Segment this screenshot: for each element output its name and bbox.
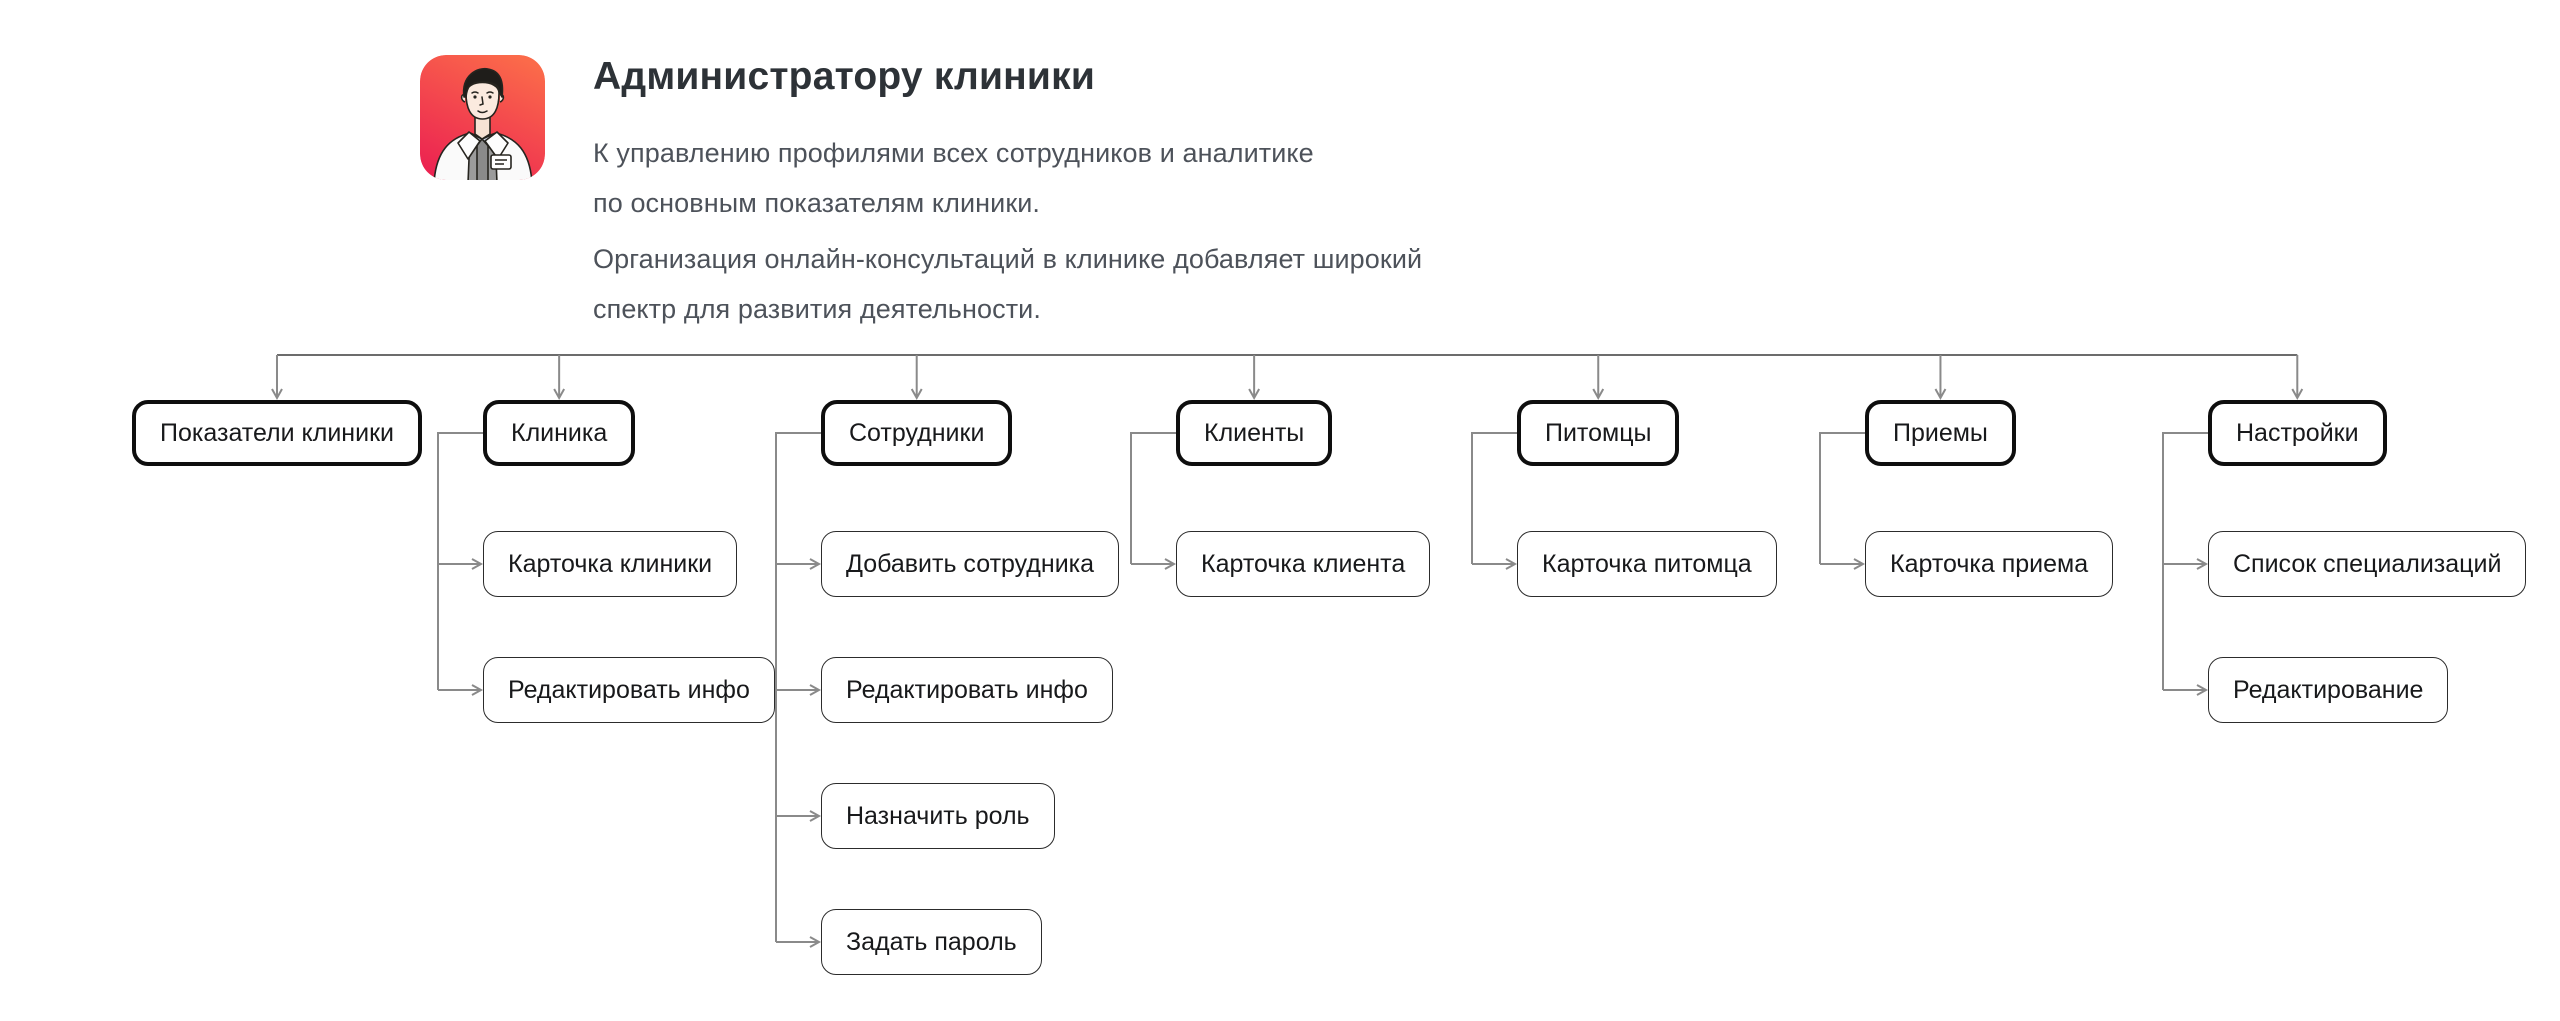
node-appointment-card: Карточка приема: [1865, 531, 2114, 597]
description-paragraph-1: К управлению профилями всех сотрудников …: [593, 138, 1314, 218]
node-staff: Сотрудники: [821, 400, 1013, 466]
node-editing: Редактирование: [2208, 657, 2449, 723]
node-specializations-list: Список специализаций: [2208, 531, 2527, 597]
description-paragraph-2: Организация онлайн-консультаций в клиник…: [593, 244, 1423, 324]
profile-header: Администратору клиники К управлению проф…: [420, 55, 1422, 334]
node-staff-edit-info: Редактировать инфо: [821, 657, 1113, 723]
node-pet-card: Карточка питомца: [1517, 531, 1777, 597]
node-clinic-metrics: Показатели клиники: [132, 400, 422, 466]
node-settings: Настройки: [2208, 400, 2387, 466]
node-clients: Клиенты: [1176, 400, 1333, 466]
node-clinic-card: Карточка клиники: [483, 531, 738, 597]
page-title: Администратору клиники: [593, 55, 1095, 98]
doctor-avatar-icon: [420, 55, 545, 180]
node-appointments: Приемы: [1865, 400, 2016, 466]
node-set-password: Задать пароль: [821, 909, 1042, 975]
node-clinic: Клиника: [483, 400, 636, 466]
profile-text: Администратору клиники К управлению проф…: [593, 55, 1422, 334]
node-pets: Питомцы: [1517, 400, 1680, 466]
node-assign-role: Назначить роль: [821, 783, 1055, 849]
node-add-staff: Добавить сотрудника: [821, 531, 1120, 597]
node-client-card: Карточка клиента: [1176, 531, 1431, 597]
node-clinic-edit-info: Редактировать инфо: [483, 657, 775, 723]
